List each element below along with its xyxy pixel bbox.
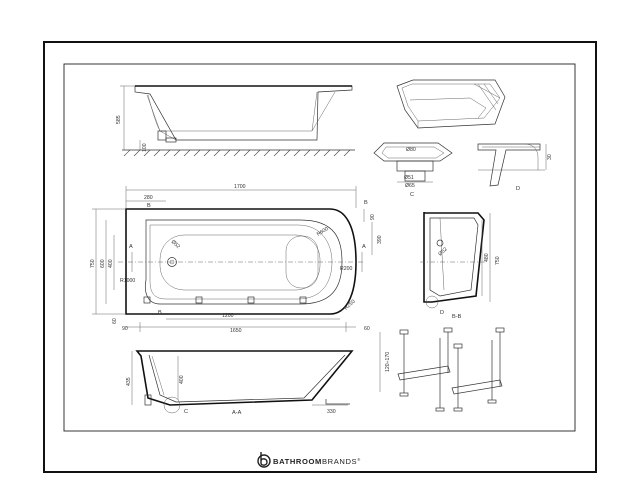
dim-length-1200: 1200 xyxy=(222,313,234,319)
dim-waste-51: Ø51 xyxy=(404,175,414,181)
dim-waste-80: Ø80 xyxy=(406,147,416,153)
section-b-right-label: B xyxy=(364,200,368,206)
floor-hatch xyxy=(123,149,351,157)
dim-bb-width: 480 xyxy=(484,253,490,262)
section-bb-view: Ø52 D 750 480 B-B xyxy=(420,212,501,320)
dim-radius-r250: R250 xyxy=(343,299,356,312)
section-a-right-label: A xyxy=(362,244,366,250)
section-b-top-label: B xyxy=(147,203,151,209)
dim-section-330: 330 xyxy=(327,409,336,415)
section-a-left-label: A xyxy=(129,244,133,250)
dim-leg-range: 120÷170 xyxy=(385,352,391,372)
brand-name: BATHROOMBRANDS® xyxy=(273,457,361,466)
plan-view: 1700 280 B B A A Ø52 R600 R1000 R200 R25… xyxy=(90,184,383,334)
dim-rim-offset: 280 xyxy=(144,195,153,201)
dim-radius-r200: R200 xyxy=(340,266,353,272)
outer-border xyxy=(43,41,597,473)
drain-hole xyxy=(167,257,177,267)
detail-c-label: C xyxy=(184,409,188,415)
side-view: 585 100 xyxy=(116,85,355,157)
section-aa-label: A-A xyxy=(232,410,242,416)
dim-top-height: 585 xyxy=(116,115,122,124)
dim-small-60: 60 xyxy=(112,318,118,324)
dim-drain-dia: Ø52 xyxy=(170,239,181,250)
dim-bb-height: 750 xyxy=(495,256,501,265)
dim-inner-width: 600 xyxy=(100,259,106,268)
section-b-bottom-label: B xyxy=(158,310,162,316)
drawing-frame xyxy=(63,63,576,432)
rim-detail-d: 30 D xyxy=(477,143,553,192)
dim-overall-width: 750 xyxy=(90,259,96,268)
dim-foot-height: 100 xyxy=(142,143,148,152)
perspective-view xyxy=(396,79,506,129)
dim-radius-r1000: R1000 xyxy=(120,278,135,284)
dim-overall-length: 1700 xyxy=(234,184,246,190)
dim-small-90-bottom: 90 xyxy=(122,326,128,332)
detail-c-marker xyxy=(163,396,181,414)
waste-detail-c: Ø80 Ø51 Ø65 C xyxy=(373,142,453,198)
detail-d-caption: D xyxy=(516,186,520,192)
section-aa-view: C 435 400 330 A-A xyxy=(126,350,354,416)
dim-waste-65: Ø65 xyxy=(405,183,415,189)
brand-footer: BATHROOMBRANDS® xyxy=(257,452,361,468)
dim-section-400: 400 xyxy=(179,375,185,384)
detail-d-label: D xyxy=(440,310,444,316)
brand-logo-icon xyxy=(257,452,271,468)
brand-trademark: ® xyxy=(357,457,361,462)
dim-length-1650: 1650 xyxy=(230,328,242,334)
section-bb-label: B-B xyxy=(452,314,462,320)
dim-detail-d-height: 30 xyxy=(547,154,553,160)
leg-set-view: 120÷170 xyxy=(379,327,505,412)
dim-inner-width-b: 400 xyxy=(108,259,114,268)
detail-d-marker xyxy=(425,295,439,309)
dim-right-60: 60 xyxy=(364,326,370,332)
brand-name-bold: BATHROOM xyxy=(273,457,322,466)
dim-bb-drain: Ø52 xyxy=(437,246,448,257)
dim-side-390: 390 xyxy=(377,235,383,244)
dim-small-90: 90 xyxy=(370,214,376,220)
dim-section-435: 435 xyxy=(126,377,132,386)
dim-radius-r600: R600 xyxy=(316,226,330,238)
brand-name-light: BRANDS xyxy=(322,457,357,466)
detail-c-caption: C xyxy=(410,192,414,198)
